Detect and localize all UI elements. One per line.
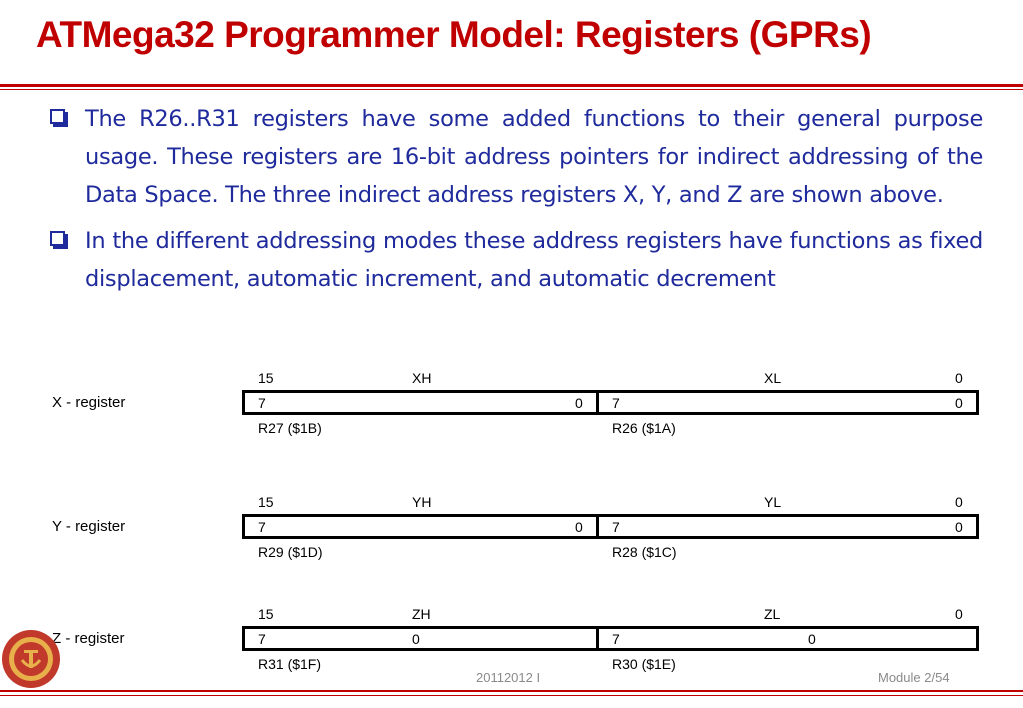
bullet-item: In the different addressing modes these … (48, 222, 983, 298)
high-byte-name: XH (412, 370, 432, 386)
high-register-label: R31 ($1F) (258, 656, 322, 672)
high-byte-bit7: 7 (258, 395, 266, 411)
register-box (242, 514, 979, 539)
z-register-diagram: Z - register 15 ZH ZL 0 7 0 7 0 R31 ($1F… (0, 600, 1023, 690)
low-byte-bit0: 0 (955, 519, 963, 535)
low-byte-name: XL (764, 370, 782, 386)
high-byte-name: YH (412, 494, 432, 510)
footer-page-number: Module 2/54 (878, 670, 950, 685)
high-register-label: R29 ($1D) (258, 544, 323, 560)
low-byte-bit7: 7 (612, 631, 620, 647)
high-byte-bit0: 0 (575, 395, 583, 411)
byte-divider (596, 626, 599, 651)
bit-high-label: 15 (258, 606, 274, 622)
low-register-label: R30 ($1E) (612, 656, 676, 672)
register-name: Z - register (52, 630, 125, 647)
register-name: X - register (52, 394, 126, 411)
slide-title: ATMega32 Programmer Model: Registers (GP… (36, 14, 872, 55)
bullet-list: The R26..R31 registers have some added f… (48, 100, 983, 306)
footer-rule (0, 690, 1023, 692)
footer-rule-thin (0, 695, 1023, 696)
footer-date: 20112012 I (476, 670, 541, 685)
university-seal-logo (2, 630, 60, 688)
title-rule-thin (0, 89, 1023, 90)
register-box (242, 390, 979, 415)
bit-low-label: 0 (955, 606, 963, 622)
byte-divider (596, 390, 599, 415)
x-register-diagram: X - register 15 XH XL 0 7 0 7 0 R27 ($1B… (0, 364, 1023, 454)
low-byte-name: YL (764, 494, 782, 510)
y-register-diagram: Y - register 15 YH YL 0 7 0 7 0 R29 ($1D… (0, 488, 1023, 578)
bit-high-label: 15 (258, 494, 274, 510)
bit-low-label: 0 (955, 370, 963, 386)
title-rule (0, 84, 1023, 87)
checkbox-bullet-icon (50, 231, 68, 249)
low-byte-bit7: 7 (612, 519, 620, 535)
byte-divider (596, 514, 599, 539)
high-byte-bit0: 0 (575, 519, 583, 535)
high-byte-bit7: 7 (258, 631, 266, 647)
bullet-text: The R26..R31 registers have some added f… (85, 106, 983, 208)
bullet-item: The R26..R31 registers have some added f… (48, 100, 983, 214)
high-byte-bit0: 0 (412, 631, 420, 647)
register-box (242, 626, 979, 651)
high-byte-bit7: 7 (258, 519, 266, 535)
bit-low-label: 0 (955, 494, 963, 510)
low-byte-bit7: 7 (612, 395, 620, 411)
low-byte-bit0: 0 (808, 631, 816, 647)
low-byte-name: ZL (764, 606, 781, 622)
low-register-label: R26 ($1A) (612, 420, 676, 436)
high-register-label: R27 ($1B) (258, 420, 322, 436)
bit-high-label: 15 (258, 370, 274, 386)
low-byte-bit0: 0 (955, 395, 963, 411)
high-byte-name: ZH (412, 606, 431, 622)
register-name: Y - register (52, 518, 126, 535)
bullet-text: In the different addressing modes these … (85, 228, 983, 292)
low-register-label: R28 ($1C) (612, 544, 677, 560)
checkbox-bullet-icon (50, 109, 68, 127)
